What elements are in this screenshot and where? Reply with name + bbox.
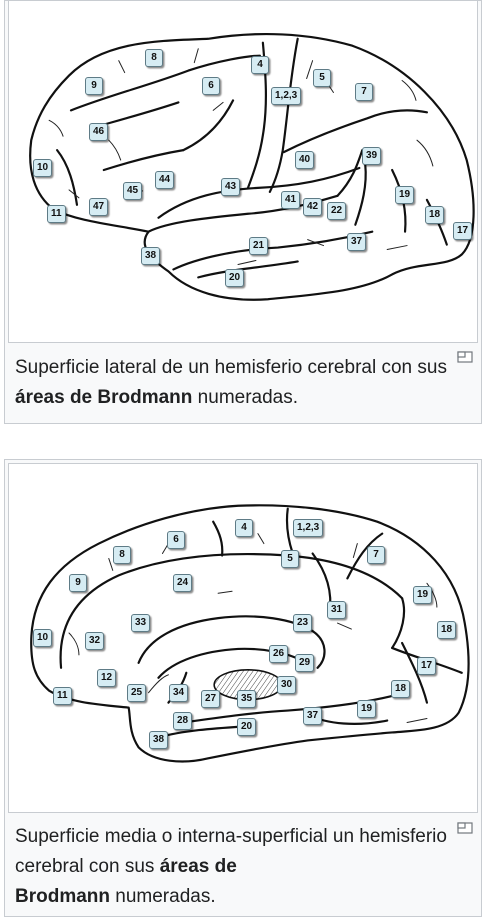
brodmann-area-label: 22 — [327, 202, 347, 220]
brodmann-area-label: 18 — [425, 206, 445, 224]
brodmann-area-label: 47 — [89, 198, 109, 216]
brodmann-area-label: 21 — [249, 237, 269, 255]
brodmann-area-label: 20 — [237, 718, 257, 736]
brodmann-area-label: 43 — [221, 178, 241, 196]
figure-caption-medial: Superficie media o interna-superficial u… — [15, 822, 447, 912]
brodmann-area-label: 35 — [237, 690, 257, 708]
brodmann-area-label: 19 — [395, 186, 415, 204]
brodmann-area-label: 7 — [367, 546, 385, 564]
brodmann-area-label: 8 — [113, 546, 131, 564]
brodmann-area-label: 23 — [293, 614, 313, 632]
brodmann-area-label: 7 — [355, 83, 373, 101]
brodmann-area-label: 42 — [303, 198, 323, 216]
brodmann-area-label: 20 — [225, 269, 245, 287]
brodmann-area-label: 25 — [127, 684, 147, 702]
brodmann-area-label: 11 — [53, 687, 72, 705]
brodmann-area-label: 17 — [417, 657, 437, 675]
enlarge-icon[interactable] — [457, 822, 473, 834]
brodmann-area-label: 19 — [413, 586, 433, 604]
brodmann-area-label: 10 — [33, 629, 53, 647]
brodmann-area-label: 12 — [97, 669, 117, 687]
brodmann-area-label: 8 — [145, 49, 163, 67]
brodmann-area-label: 4 — [235, 519, 253, 537]
brodmann-area-label: 39 — [362, 147, 382, 165]
brodmann-area-label: 45 — [123, 182, 143, 200]
figure-medial: 4 1,2,3 6 8 5 7 9 24 19 10 33 23 31 18 32 26 29 17 12 25 34 2… — [4, 459, 482, 917]
brodmann-area-label: 10 — [33, 159, 53, 177]
brodmann-area-label: 24 — [173, 574, 193, 592]
brodmann-area-label: 28 — [173, 712, 193, 730]
brodmann-area-label: 40 — [295, 151, 315, 169]
brodmann-area-label: 9 — [69, 574, 87, 592]
brodmann-area-label: 1,2,3 — [293, 519, 324, 537]
brodmann-area-label: 29 — [295, 654, 315, 672]
brodmann-area-label: 5 — [281, 550, 299, 568]
brodmann-area-label: 37 — [347, 233, 367, 251]
enlarge-icon[interactable] — [457, 351, 473, 363]
caption-link-brodmann[interactable]: áreas de — [159, 856, 237, 877]
brodmann-area-label: 5 — [313, 69, 331, 87]
brodmann-area-label: 11 — [47, 205, 66, 223]
brodmann-area-label: 31 — [327, 601, 347, 619]
brodmann-area-label: 6 — [202, 77, 220, 95]
brodmann-area-label: 34 — [169, 684, 189, 702]
brodmann-area-label: 38 — [141, 247, 161, 265]
brodmann-area-label: 27 — [201, 690, 221, 708]
brodmann-area-label: 37 — [303, 707, 323, 725]
brodmann-area-label: 26 — [269, 645, 289, 663]
brodmann-area-label: 44 — [155, 171, 175, 189]
figure-caption-lateral: Superficie lateral de un hemisferio cere… — [15, 353, 447, 413]
caption-text-end: numeradas. — [110, 886, 216, 907]
caption-text: Superficie lateral de un hemisferio cere… — [15, 357, 447, 378]
brodmann-area-label: 17 — [453, 222, 473, 240]
brodmann-area-label: 9 — [85, 77, 103, 95]
brain-lateral-drawing — [29, 32, 475, 301]
brodmann-area-label: 32 — [85, 632, 105, 650]
caption-link-brodmann[interactable]: áreas de Brodmann — [15, 387, 193, 408]
caption-link-brodmann-2[interactable]: Brodmann — [15, 886, 110, 907]
brodmann-area-label: 1,2,3 — [271, 87, 302, 105]
brodmann-area-label: 46 — [89, 123, 109, 141]
brodmann-area-label: 4 — [251, 56, 269, 74]
brodmann-area-label: 18 — [391, 680, 411, 698]
brodmann-area-label: 19 — [357, 700, 377, 718]
brodmann-area-label: 38 — [149, 731, 169, 749]
brodmann-area-label: 30 — [277, 676, 297, 694]
brodmann-area-label: 41 — [281, 191, 301, 209]
caption-text: Superficie media o interna-superficial u… — [15, 826, 447, 877]
brodmann-area-label: 33 — [131, 614, 151, 632]
brodmann-area-label: 18 — [437, 621, 457, 639]
caption-text-end: numeradas. — [192, 387, 299, 408]
brodmann-area-label: 6 — [167, 531, 185, 549]
brain-medial-drawing — [30, 504, 470, 763]
brain-medial-image[interactable]: 4 1,2,3 6 8 5 7 9 24 19 10 33 23 31 18 32 26 29 17 12 25 34 2… — [8, 463, 478, 813]
